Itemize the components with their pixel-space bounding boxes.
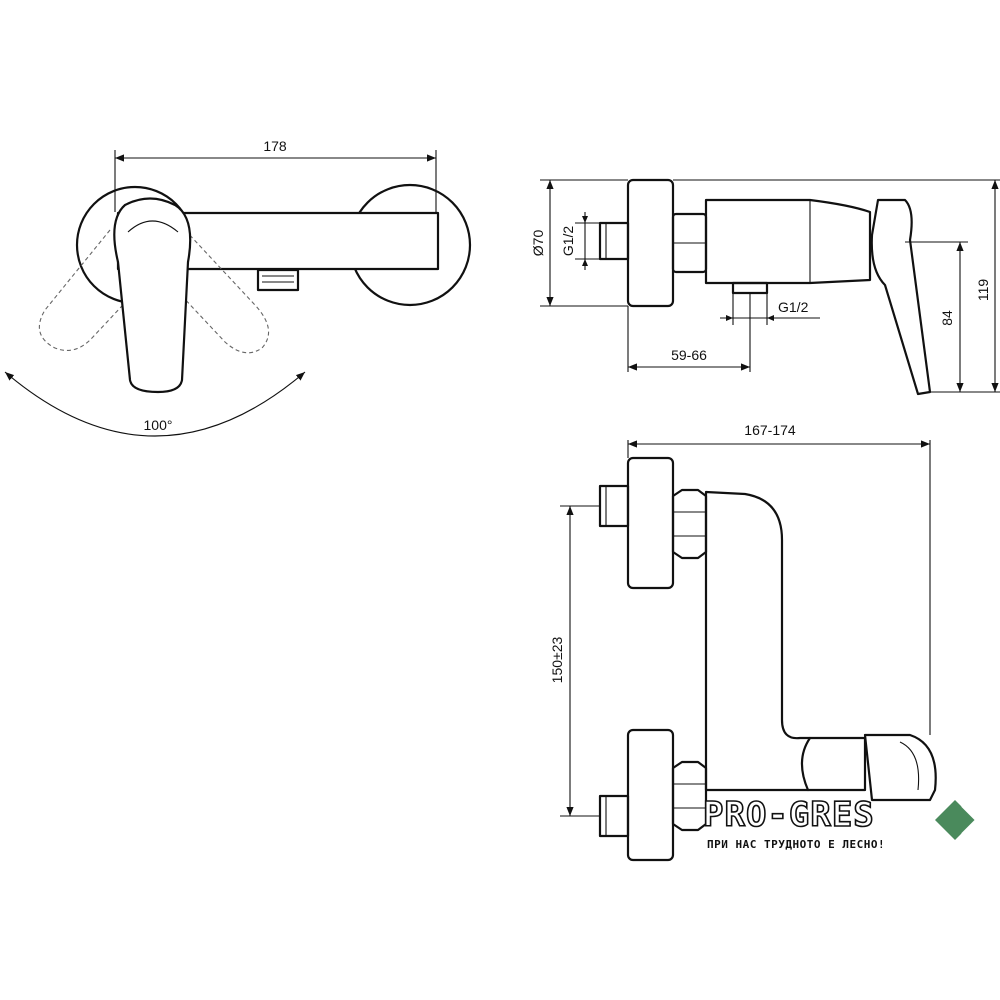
projection-label: 59-66 [671,347,707,363]
front-handle [863,733,937,802]
swing-arc [4,371,306,437]
inlet-spacing-label: 150±23 [549,636,565,683]
outlet-thread-label: G1/2 [778,299,809,315]
front-nut-top [671,488,708,560]
swing-angle-label: 100° [144,417,173,433]
front-nut-bottom [671,760,708,832]
total-height-label: 119 [975,279,991,302]
handle-ghost-right [149,229,270,354]
side-body [704,198,872,285]
side-handle [870,198,932,396]
handle [113,197,192,394]
front-inlet-bottom [598,794,630,838]
front-body [704,490,867,792]
outlet-nut [256,268,300,292]
front-rosette-top [626,456,675,590]
front-width-label: 167-174 [744,422,796,438]
front-inlet-top [598,484,630,528]
outlet-height-label: 84 [939,310,955,326]
side-inlet [598,221,630,261]
top-view: 100° 178 [4,138,472,437]
top-width-label: 178 [263,138,287,154]
side-outlet [731,281,769,295]
side-rosette [626,178,675,308]
side-view: Ø70 G1/2 G1/2 59-66 84 119 [530,178,1000,396]
inlet-thread-label: G1/2 [560,226,576,257]
brand-tagline: ПРИ НАС ТРУДНОТО Е ЛЕСНО! [707,838,885,851]
diamond-icon [935,800,978,840]
front-view: 167-174 150±23 [549,422,937,862]
brand-name: PRO-GRES [703,795,875,835]
rosette-diameter-label: Ø70 [530,230,546,257]
front-rosette-bottom [626,728,675,862]
diamond-shape [935,800,975,840]
brand-logo: PRO-GRES ПРИ НАС ТРУДНОТО Е ЛЕСНО! [702,794,978,851]
handle-ghost-left [38,229,166,351]
